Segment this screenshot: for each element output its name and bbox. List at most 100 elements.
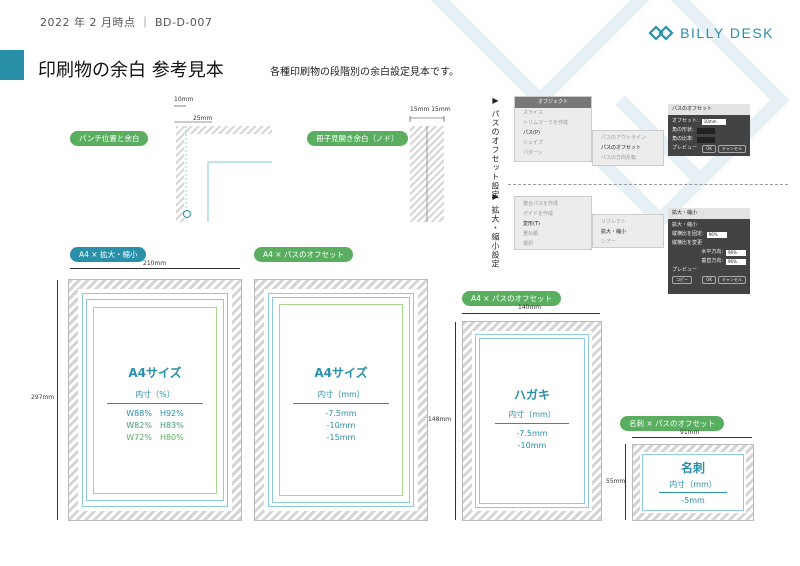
card1-pill: A4 × 拡大・縮小 bbox=[70, 242, 147, 262]
card3: ハガキ 内寸（mm） -7.5mm -10mm bbox=[462, 321, 602, 521]
uniform-value-field[interactable]: 96% bbox=[706, 231, 727, 238]
card2-value-2: -10mm bbox=[326, 421, 356, 430]
punch-label-pill: パンチ位置と余白 bbox=[70, 126, 149, 146]
date-code: 2022 年 2 月時点 ｜ BD-D-007 bbox=[40, 16, 213, 29]
corner-shape-label: 角の形状: bbox=[672, 127, 694, 133]
booklet-label: 冊子見開き余白（ノド） bbox=[307, 131, 408, 146]
brand-name: BILLY DESK bbox=[680, 25, 774, 41]
offset-dialog-title: パスのオフセット bbox=[668, 104, 750, 115]
horizontal-value-field[interactable]: 96% bbox=[726, 249, 746, 256]
card3-height-line bbox=[455, 322, 456, 520]
submenu-item-scale[interactable]: 拡大・縮小 bbox=[601, 229, 627, 235]
submenu-item-outline[interactable]: パスのアウトライン bbox=[601, 135, 647, 141]
card3-subtitle: 内寸（mm） bbox=[508, 410, 556, 419]
card2: A4サイズ 内寸（mm） -7.5mm -10mm -15mm bbox=[254, 279, 428, 521]
booklet-diagram bbox=[409, 116, 445, 222]
vertical-label: 垂直方向: bbox=[701, 258, 723, 264]
card3-width-line bbox=[462, 313, 600, 314]
menu-item-pattern[interactable]: パターン bbox=[523, 150, 543, 156]
page-subtitle: 各種印刷物の段階別の余白設定見本です。 bbox=[270, 67, 459, 78]
corner-ratio-field[interactable] bbox=[696, 136, 715, 143]
card4-pill: 名刺 × パスのオフセット bbox=[620, 411, 725, 431]
menu-item-select[interactable]: 選択 bbox=[523, 241, 534, 247]
card4-width-label: 91mm bbox=[680, 429, 700, 436]
card1-subtitle: 内寸（%） bbox=[135, 390, 175, 399]
logo-icon bbox=[648, 25, 674, 41]
menu-item-arrange[interactable]: 重ね順 bbox=[523, 231, 539, 237]
card3-title: ハガキ bbox=[513, 388, 550, 402]
card3-width-label: 140mm bbox=[518, 304, 542, 311]
card3-divider bbox=[495, 423, 569, 424]
scale-step-label: ▶ 拡大・縮小設定 bbox=[491, 192, 500, 269]
card2-pill: A4 × パスのオフセット bbox=[254, 242, 353, 262]
card4-value-1: -5mm bbox=[681, 496, 705, 505]
scale-preview-checkbox[interactable]: プレビュー bbox=[672, 267, 698, 273]
vertical-value-field[interactable]: 96% bbox=[726, 258, 746, 265]
offset-value-field[interactable]: 10mm bbox=[701, 118, 726, 125]
scale-copy-button[interactable]: コピー bbox=[672, 275, 692, 284]
scale-object-menu: 複合パスを作成 ガイドを作成 変形(T) 重ね順 選択 bbox=[514, 196, 592, 250]
menu-item-guides[interactable]: ガイドを作成 bbox=[523, 211, 554, 217]
menu-item-trim-marks[interactable]: トリムマークを作成 bbox=[523, 120, 569, 126]
submenu-item-offset[interactable]: パスのオフセット bbox=[601, 145, 642, 151]
card2-divider bbox=[293, 403, 389, 404]
scale-transform-submenu: リフレクト 拡大・縮小 シアー bbox=[592, 214, 664, 248]
card4: 名刺 内寸（mm） -5mm bbox=[632, 444, 754, 521]
card1-height-label: 297mm bbox=[31, 394, 55, 401]
menu-item-path[interactable]: パス(P) bbox=[523, 130, 540, 136]
booklet-label-pill: 冊子見開き余白（ノド） bbox=[307, 126, 408, 146]
page-title: 印刷物の余白 参考見本 bbox=[38, 60, 224, 81]
submenu-item-shear[interactable]: シアー bbox=[601, 239, 616, 245]
submenu-item-reverse[interactable]: パスの方向反転 bbox=[601, 155, 637, 161]
card2-value-3: -15mm bbox=[326, 433, 356, 442]
card4-height-line bbox=[625, 444, 626, 520]
card1-width-line bbox=[70, 268, 240, 269]
uniform-radio[interactable]: 縦横比を固定: bbox=[672, 231, 704, 237]
menu-item-slice[interactable]: スライス bbox=[523, 110, 543, 116]
steps-divider bbox=[508, 184, 788, 185]
offset-path-submenu: パスのアウトライン パスのオフセット パスの方向反転 bbox=[592, 130, 664, 166]
booklet-dim-15: 15mm 15mm bbox=[410, 106, 451, 113]
card1-pill-label: A4 × 拡大・縮小 bbox=[70, 247, 147, 262]
offset-preview-checkbox[interactable]: プレビュー bbox=[672, 145, 698, 151]
scale-cancel-button[interactable]: キャンセル bbox=[718, 275, 746, 284]
offset-cancel-button[interactable]: キャンセル bbox=[718, 144, 746, 153]
card2-subtitle: 内寸（mm） bbox=[317, 390, 365, 399]
brand-logo: BILLY DESK bbox=[648, 24, 774, 42]
card2-title: A4サイズ bbox=[314, 366, 368, 380]
card1-value-2: W82% H83% bbox=[126, 421, 184, 430]
card1-divider bbox=[107, 403, 203, 404]
punch-label: パンチ位置と余白 bbox=[70, 131, 149, 146]
object-menu-header: オブジェクト bbox=[515, 97, 591, 108]
card4-height-label: 55mm bbox=[606, 478, 626, 485]
card1: A4サイズ 内寸（%） W88% H92% W82% H83% W72% H80… bbox=[68, 279, 242, 521]
card2-value-1: -7.5mm bbox=[325, 409, 357, 418]
offset-step-label: ▶ パスのオフセット設定 bbox=[491, 96, 500, 200]
scale-section-label: 拡大・縮小 bbox=[672, 222, 698, 228]
menu-item-transform[interactable]: 変形(T) bbox=[523, 221, 540, 227]
horizontal-label: 水平方向: bbox=[701, 249, 723, 255]
offset-row-label: オフセット: bbox=[672, 118, 699, 124]
scale-dialog: 拡大・縮小 拡大・縮小 縦横比を固定:96% 縦横比を変更 水平方向:96% 垂… bbox=[668, 208, 750, 294]
corner-shape-select[interactable] bbox=[696, 127, 715, 134]
card4-pill-label: 名刺 × パスのオフセット bbox=[620, 416, 725, 431]
submenu-item-reflect[interactable]: リフレクト bbox=[601, 219, 627, 225]
menu-item-shape[interactable]: シェイプ bbox=[523, 140, 544, 146]
card3-pill-label: A4 × パスのオフセット bbox=[462, 291, 561, 306]
card3-height-label: 148mm bbox=[428, 416, 452, 423]
corner-ratio-label: 角の比率: bbox=[672, 136, 694, 142]
scale-ok-button[interactable]: OK bbox=[702, 275, 716, 284]
card1-height-line bbox=[57, 280, 58, 520]
card4-subtitle: 内寸（mm） bbox=[669, 480, 717, 489]
card4-width-line bbox=[632, 437, 752, 438]
punch-dim-10: 10mm bbox=[174, 96, 194, 103]
punch-diagram bbox=[174, 105, 272, 222]
scale-dialog-title: 拡大・縮小 bbox=[668, 208, 750, 219]
menu-item-compound[interactable]: 複合パスを作成 bbox=[523, 201, 559, 207]
title-accent-bar bbox=[0, 50, 24, 80]
punch-dim-25: 25mm bbox=[193, 115, 213, 122]
non-uniform-radio[interactable]: 縦横比を変更 bbox=[672, 240, 703, 246]
offset-ok-button[interactable]: OK bbox=[702, 144, 716, 153]
card3-value-2: -10mm bbox=[517, 441, 547, 450]
